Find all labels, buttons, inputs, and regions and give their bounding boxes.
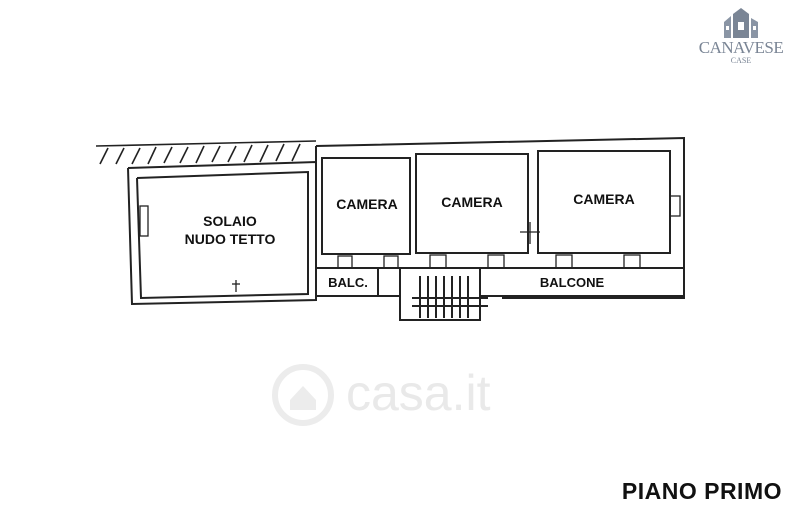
roof-hatching: [95, 140, 317, 165]
room-label-balc: BALC.: [328, 275, 368, 290]
floor-title: PIANO PRIMO: [621, 478, 782, 504]
logo-word: CANAVESE: [698, 38, 784, 57]
logo-sub: CASE: [730, 56, 752, 65]
house-icon: [724, 8, 758, 38]
watermark-home-icon: [272, 364, 334, 426]
openings: [139, 195, 681, 292]
room-label-camera-1: CAMERA: [336, 196, 398, 212]
room-label-camera-3: CAMERA: [573, 191, 635, 207]
watermark-text: casa.it: [346, 365, 491, 421]
room-label-balcone: BALCONE: [539, 275, 605, 290]
room-label-camera-2: CAMERA: [441, 194, 503, 210]
room-label-solaio: SOLAIO NUDO TETTO: [184, 213, 276, 247]
canavese-case-logo: CANAVESE CASE: [690, 8, 792, 68]
watermark: casa.it: [268, 360, 538, 430]
